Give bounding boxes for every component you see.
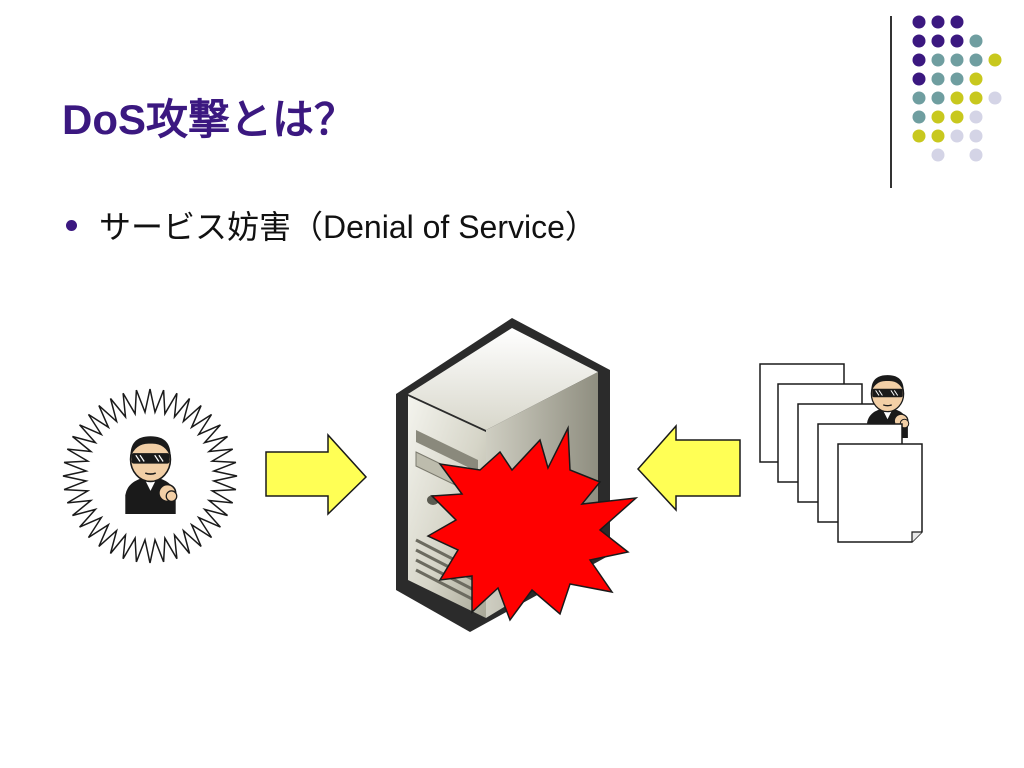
decorative-dot: [912, 15, 926, 29]
decorative-dot: [950, 53, 964, 67]
decorative-dot: [950, 91, 964, 105]
explosion-burst: [426, 425, 639, 622]
bullet-dot-icon: [66, 219, 77, 231]
arrow-right-icon: [265, 433, 368, 516]
decorative-dot: [969, 91, 983, 105]
bullet-item: サービス妨害（Denial of Service）: [66, 202, 597, 248]
decorative-dot: [931, 148, 945, 162]
decorative-dot: [931, 53, 945, 67]
decorative-dot: [988, 53, 1002, 67]
decorative-dot: [931, 72, 945, 86]
attacker-left: [62, 388, 238, 564]
decorative-dot: [931, 110, 945, 124]
decorative-dot: [950, 72, 964, 86]
slide-title: DoS攻撃とは？: [62, 96, 357, 143]
decorative-dot: [969, 129, 983, 143]
decorative-dot-grid: [912, 15, 1002, 162]
decorative-dot: [912, 34, 926, 48]
decorative-dot: [912, 110, 926, 124]
decorative-dot: [931, 129, 945, 143]
decorative-dot: [950, 129, 964, 143]
divider-line: [890, 16, 892, 188]
decorative-dot: [969, 148, 983, 162]
decorative-dot: [988, 91, 1002, 105]
decorative-dot: [912, 72, 926, 86]
attacker-right: [759, 363, 923, 543]
decorative-dot: [931, 34, 945, 48]
decorative-dot: [912, 129, 926, 143]
decorative-dot: [931, 91, 945, 105]
decorative-dot: [950, 110, 964, 124]
arrow-left-icon: [636, 424, 741, 512]
bullet-text: サービス妨害（Denial of Service）: [99, 209, 597, 245]
decorative-dot: [912, 91, 926, 105]
decorative-dot: [950, 34, 964, 48]
decorative-dot: [969, 53, 983, 67]
decorative-dot: [969, 110, 983, 124]
decorative-dot: [969, 72, 983, 86]
decorative-dot: [912, 53, 926, 67]
decorative-dot: [931, 15, 945, 29]
decorative-dot: [950, 15, 964, 29]
document-icon: [837, 443, 923, 543]
decorative-dot: [969, 34, 983, 48]
